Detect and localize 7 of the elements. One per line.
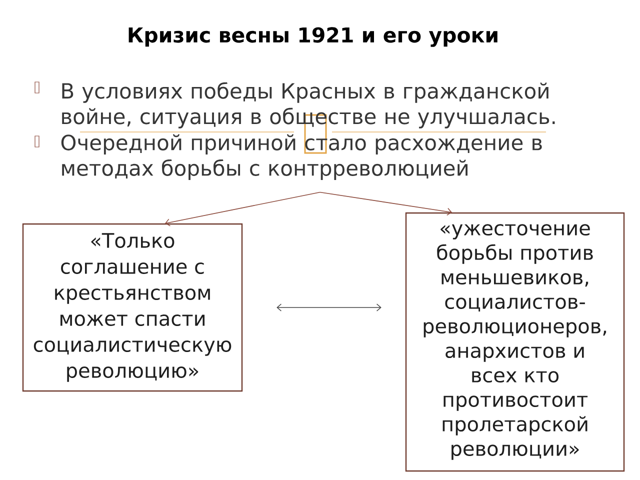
arrow — [165, 192, 320, 226]
title: Кризис весны 1921 и его уроки — [128, 27, 498, 47]
arrow — [320, 192, 452, 216]
arrow — [276, 304, 382, 312]
quote-box: «ужесточение борьбы против меньшевиков, социалистов-революционеров, анархистов и всех кто противостоит пролетарской революции» — [405, 212, 625, 472]
quote-box: «Только соглашение с крестьянством может спасти социалистическую революцию» — [22, 223, 243, 392]
bullet-text: В условиях победы Красных в гражданской войне, ситуация в обществе не улучшалась. — [62, 82, 555, 128]
